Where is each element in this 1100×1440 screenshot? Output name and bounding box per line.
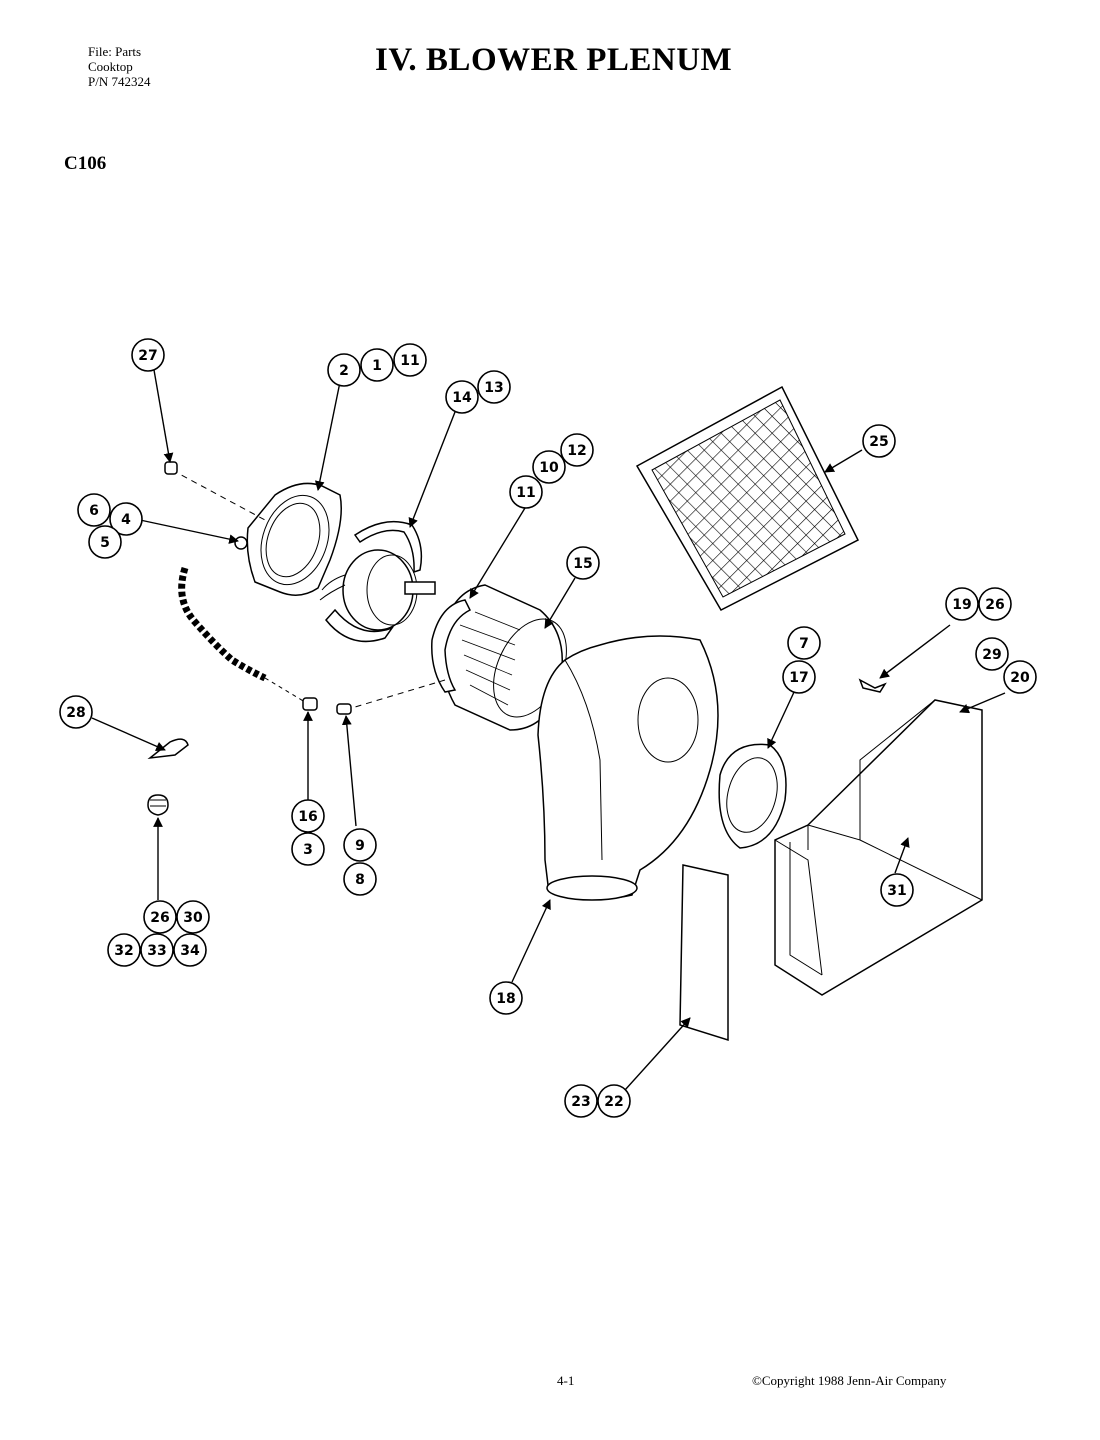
callout-label: 11 [516, 485, 535, 501]
callout: 1 [360, 348, 394, 382]
callout: 6 [77, 493, 111, 527]
callout-label: 17 [789, 670, 808, 686]
callout-label: 34 [180, 943, 200, 959]
callout: 23 [564, 1084, 598, 1118]
wire-nut [147, 794, 169, 816]
callout-label: 26 [985, 597, 1004, 613]
callout: 16 [291, 799, 325, 833]
callout: 18 [489, 981, 523, 1015]
copyright: ©Copyright 1988 Jenn-Air Company [752, 1373, 947, 1388]
callout: 5 [88, 525, 122, 559]
model-number: C106 [64, 153, 107, 174]
callout-label: 2 [339, 363, 349, 379]
callout: 26 [978, 587, 1012, 621]
callout: 13 [477, 370, 511, 404]
callout-label: 31 [887, 883, 906, 899]
callout: 27 [131, 338, 165, 372]
plenum-box [774, 699, 983, 996]
file-line: Cooktop [88, 59, 133, 74]
callout: 11 [393, 343, 427, 377]
callout: 26 [143, 900, 177, 934]
callout-label: 3 [303, 842, 313, 858]
callout: 11 [509, 475, 543, 509]
callout-label: 26 [150, 910, 169, 926]
blower-motor [319, 549, 436, 631]
callout-label: 10 [539, 460, 559, 476]
cover-plate [679, 864, 729, 1042]
callout-label: 1 [372, 358, 382, 374]
callout-label: 33 [147, 943, 166, 959]
callout-label: 12 [567, 443, 586, 459]
callout: 20 [1003, 660, 1037, 694]
callout: 17 [782, 660, 816, 694]
callout-label: 9 [355, 838, 365, 854]
page-title: IV. BLOWER PLENUM [375, 42, 733, 78]
callout-label: 23 [571, 1094, 590, 1110]
callout-label: 13 [484, 380, 503, 396]
callout: 33 [140, 933, 174, 967]
screw [234, 536, 248, 550]
callout-label: 15 [573, 556, 592, 572]
callout: 29 [975, 637, 1009, 671]
callout: 34 [173, 933, 207, 967]
callout: 25 [862, 424, 896, 458]
callout: 7 [787, 626, 821, 660]
callout: 31 [880, 873, 914, 907]
callout-label: 27 [138, 348, 157, 364]
page-number: 4-1 [557, 1373, 575, 1388]
callout-label: 30 [183, 910, 203, 926]
file-info: File: Parts Cooktop P/N 742324 [88, 44, 150, 89]
callout: 2 [327, 353, 361, 387]
callout: 28 [59, 695, 93, 729]
file-line: P/N 742324 [88, 74, 151, 89]
callout: 9 [343, 828, 377, 862]
callout-label: 29 [982, 647, 1001, 663]
callout: 30 [176, 900, 210, 934]
file-line: File: Parts [88, 44, 142, 59]
grease-filter [635, 385, 860, 611]
bracket [147, 738, 189, 760]
callout: 8 [343, 862, 377, 896]
callout-label: 32 [114, 943, 133, 959]
set-screw [336, 703, 352, 715]
clip [858, 678, 887, 693]
callout-label: 4 [121, 512, 131, 528]
callout: 10 [532, 450, 566, 484]
callout-label: 14 [452, 390, 472, 406]
callout-label: 20 [1010, 670, 1030, 686]
callout-label: 22 [604, 1094, 623, 1110]
callout-label: 5 [100, 535, 110, 551]
callout: 14 [445, 380, 479, 414]
bolt [302, 697, 318, 711]
nut [164, 461, 178, 475]
wiring-harness [178, 566, 267, 682]
callout: 19 [945, 587, 979, 621]
callout-label: 8 [355, 872, 365, 888]
callout: 3 [291, 832, 325, 866]
callout: 15 [566, 546, 600, 580]
callout: 22 [597, 1084, 631, 1118]
blower-housing [537, 635, 719, 901]
callout: 4 [109, 502, 143, 536]
callout-label: 28 [66, 705, 85, 721]
callout-label: 11 [400, 353, 419, 369]
callout-label: 16 [298, 809, 317, 825]
callout-label: 18 [496, 991, 515, 1007]
gasket-ring [718, 743, 787, 849]
callout: 32 [107, 933, 141, 967]
motor-mounting-ring [246, 482, 342, 596]
callout: 12 [560, 433, 594, 467]
callout-label: 7 [799, 636, 809, 652]
callout-label: 25 [869, 434, 888, 450]
callout-label: 6 [89, 503, 99, 519]
callout-label: 19 [952, 597, 971, 613]
